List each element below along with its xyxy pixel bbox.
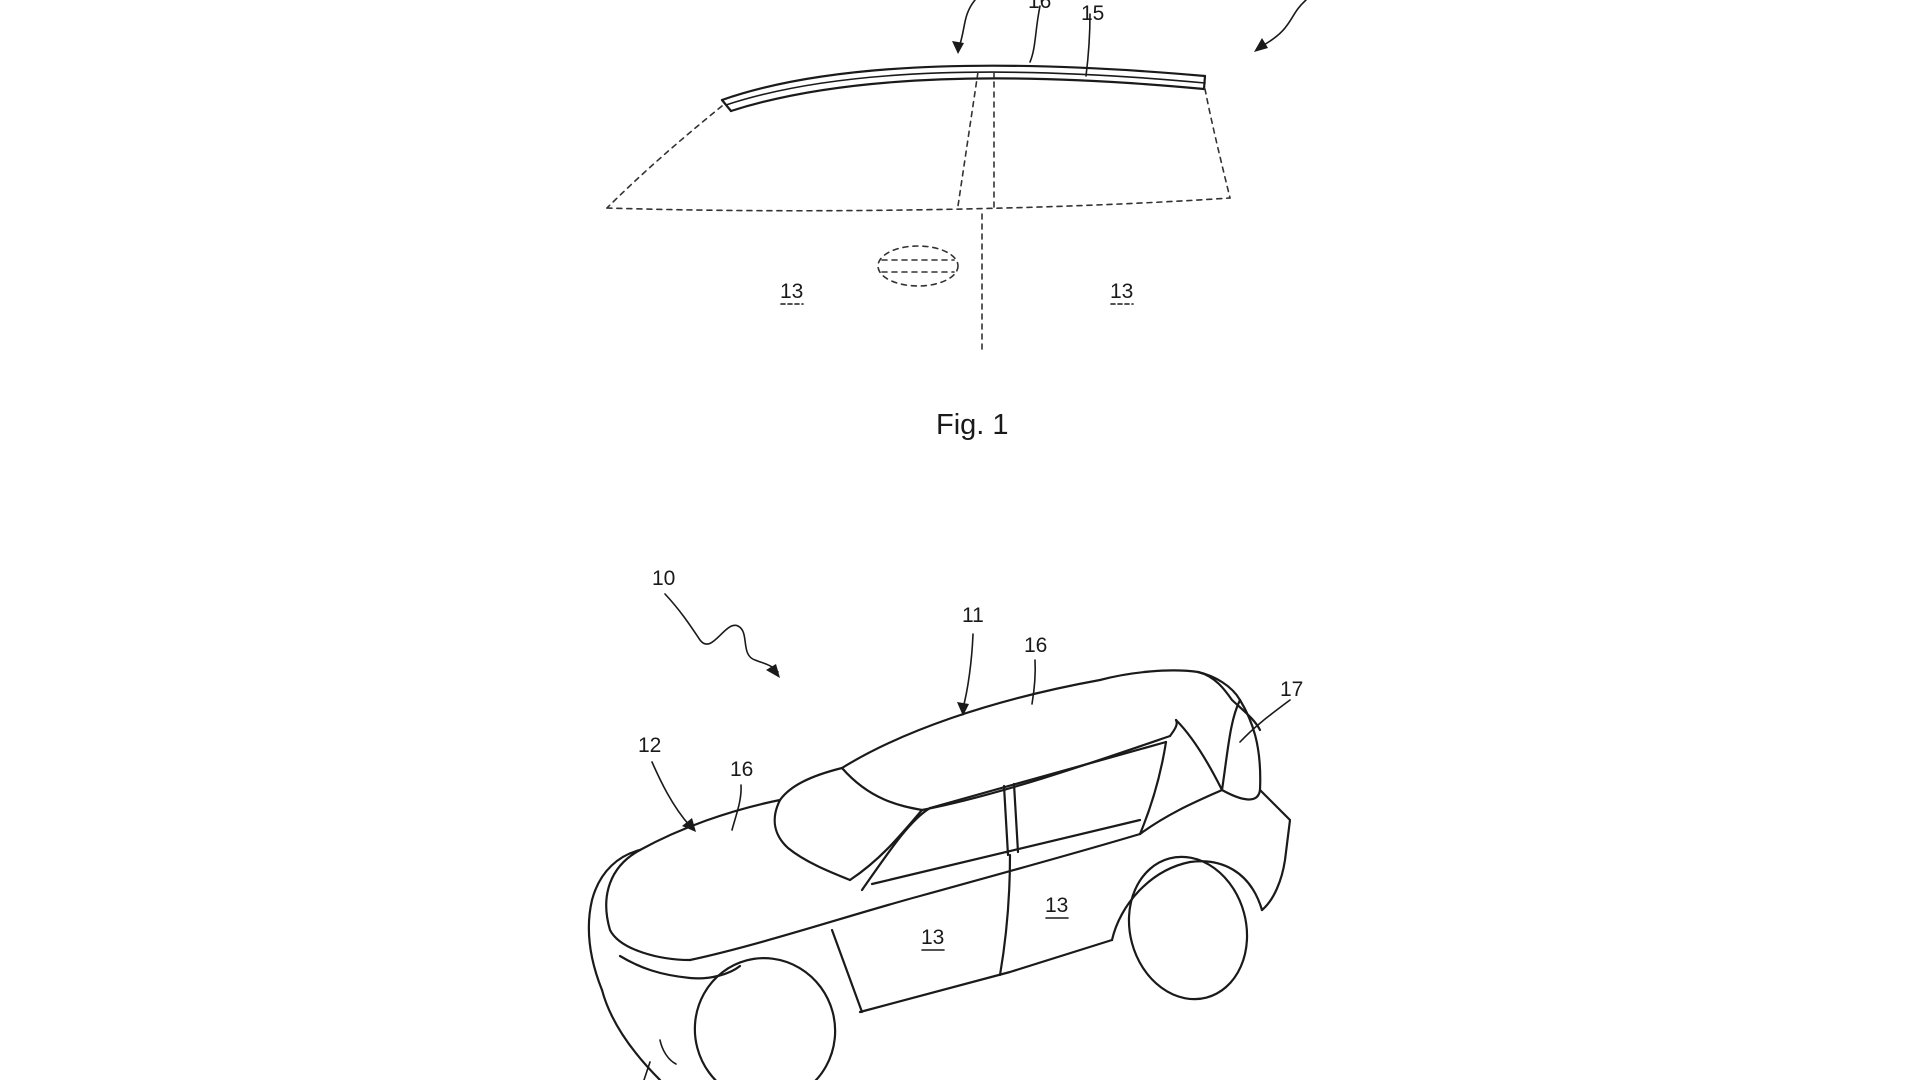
fig2-label-10: 10: [652, 567, 675, 590]
fig1-caption: Fig. 1: [936, 409, 1009, 441]
front-wheel: [679, 942, 851, 1080]
fig2-label-16-roof: 16: [1024, 634, 1047, 657]
fig1-door-label-rear: 13: [1110, 280, 1133, 303]
fig2-door-label-rear: 13: [1045, 894, 1068, 917]
vehicle-leader-squiggle: [665, 594, 778, 672]
fig1-label-16: 16: [1028, 0, 1051, 13]
figure-1: 16 15 13 13 Fig. 1: [607, 0, 1306, 441]
dashed-window-outline: [607, 72, 1230, 350]
fig1-label-15: 15: [1081, 2, 1104, 25]
fig2-label-16-hood: 16: [730, 758, 753, 781]
car-body: [589, 670, 1290, 1080]
fig1-leader-arrows: [952, 0, 1306, 76]
fig2-label-17: 17: [1280, 678, 1303, 701]
roof-rail-strip: [722, 66, 1205, 111]
car-wheels: [679, 843, 1263, 1080]
rear-wheel: [1113, 843, 1262, 1012]
dashed-door-handle: [878, 246, 958, 286]
fig2-label-11: 11: [962, 604, 984, 627]
fig2-label-12: 12: [638, 734, 661, 757]
figure-2: 10: [589, 567, 1304, 1080]
fig1-door-label-front: 13: [780, 280, 803, 303]
fig2-door-label-front: 13: [921, 926, 944, 949]
